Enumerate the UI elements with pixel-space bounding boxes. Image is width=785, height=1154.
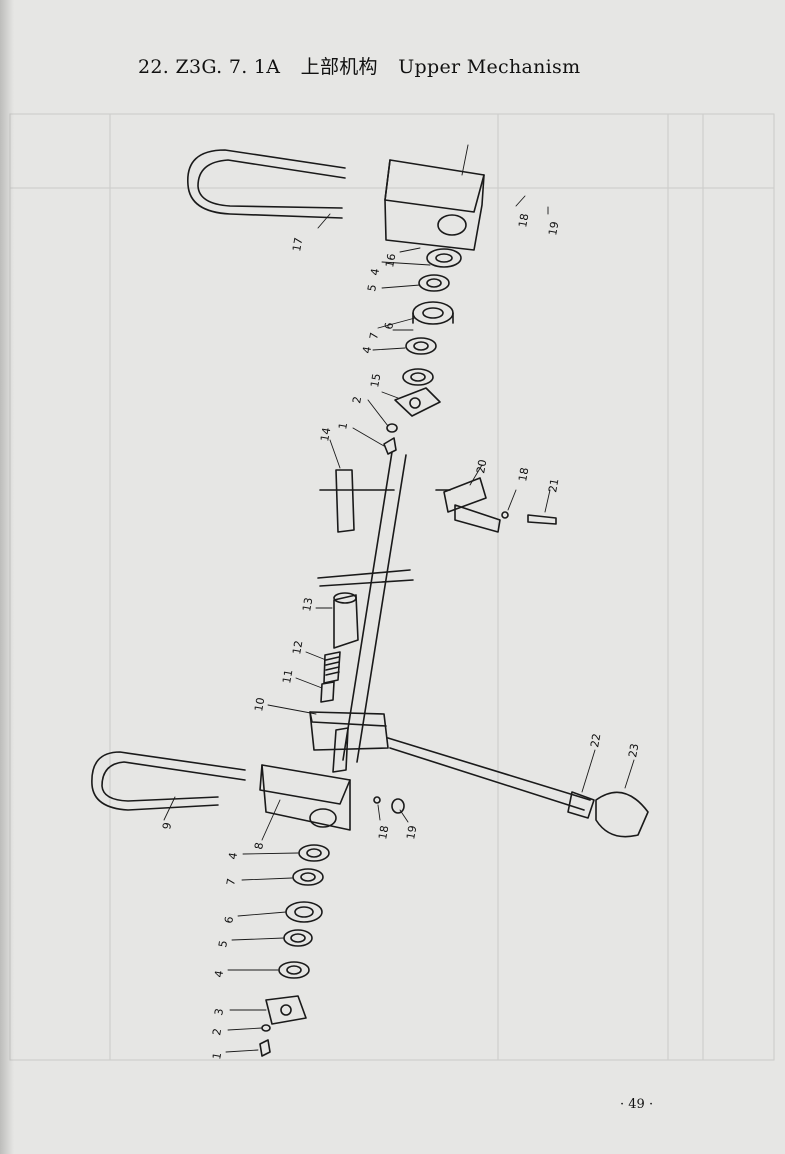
callout-label: 16 bbox=[383, 252, 398, 268]
bleed-through-table bbox=[9, 113, 775, 1061]
callout-label: 18 bbox=[516, 212, 531, 228]
upper-bracket bbox=[384, 159, 485, 251]
callout-label: 4 bbox=[360, 345, 374, 354]
callout-label: 12 bbox=[290, 639, 305, 655]
page-number: · 49 · bbox=[620, 1097, 654, 1112]
callout-label: 6 bbox=[222, 915, 236, 924]
callout-label: 8 bbox=[252, 841, 266, 850]
title-chinese: 上部机构 bbox=[300, 56, 378, 78]
callout-label: 20 bbox=[474, 458, 489, 474]
callout-label: 19 bbox=[404, 824, 419, 840]
callout-label: 9 bbox=[160, 821, 174, 830]
callout-label: 11 bbox=[280, 668, 295, 684]
page-title: 22. Z3G. 7. 1A 上部机构 Upper Mechanism bbox=[138, 52, 594, 79]
callout-label: 23 bbox=[626, 742, 641, 758]
upper-u-bolt bbox=[187, 149, 346, 219]
callout-label: 17 bbox=[290, 236, 305, 252]
callout-label: 18 bbox=[516, 466, 531, 482]
callout-label: 4 bbox=[368, 267, 382, 276]
callout-label: 1 bbox=[210, 1051, 224, 1060]
callout-label: 2 bbox=[210, 1027, 224, 1036]
callout-label: 21 bbox=[546, 477, 561, 493]
callout-label: 3 bbox=[212, 1007, 226, 1016]
callout-label: 7 bbox=[367, 331, 381, 340]
callout-label: 13 bbox=[300, 596, 315, 612]
callout-label: 10 bbox=[252, 696, 267, 712]
callout-label: 5 bbox=[365, 283, 379, 292]
callout-label: 15 bbox=[368, 372, 383, 388]
callout-label: 4 bbox=[226, 851, 240, 860]
callout-label: 1 bbox=[336, 421, 350, 430]
page-edge-shadow bbox=[0, 0, 14, 1154]
callout-label: 22 bbox=[588, 732, 603, 748]
title-english: Upper Mechanism bbox=[398, 56, 581, 78]
callout-label: 2 bbox=[350, 395, 364, 404]
callout-label: 7 bbox=[224, 877, 238, 886]
callout-label: 5 bbox=[216, 939, 230, 948]
callout-label: 18 bbox=[376, 824, 391, 840]
callout-label: 14 bbox=[318, 426, 333, 442]
callout-label: 4 bbox=[212, 969, 226, 978]
section-code: 22. Z3G. 7. 1A bbox=[138, 56, 281, 78]
callout-label: 19 bbox=[546, 220, 561, 236]
callout-label: 6 bbox=[382, 321, 396, 330]
